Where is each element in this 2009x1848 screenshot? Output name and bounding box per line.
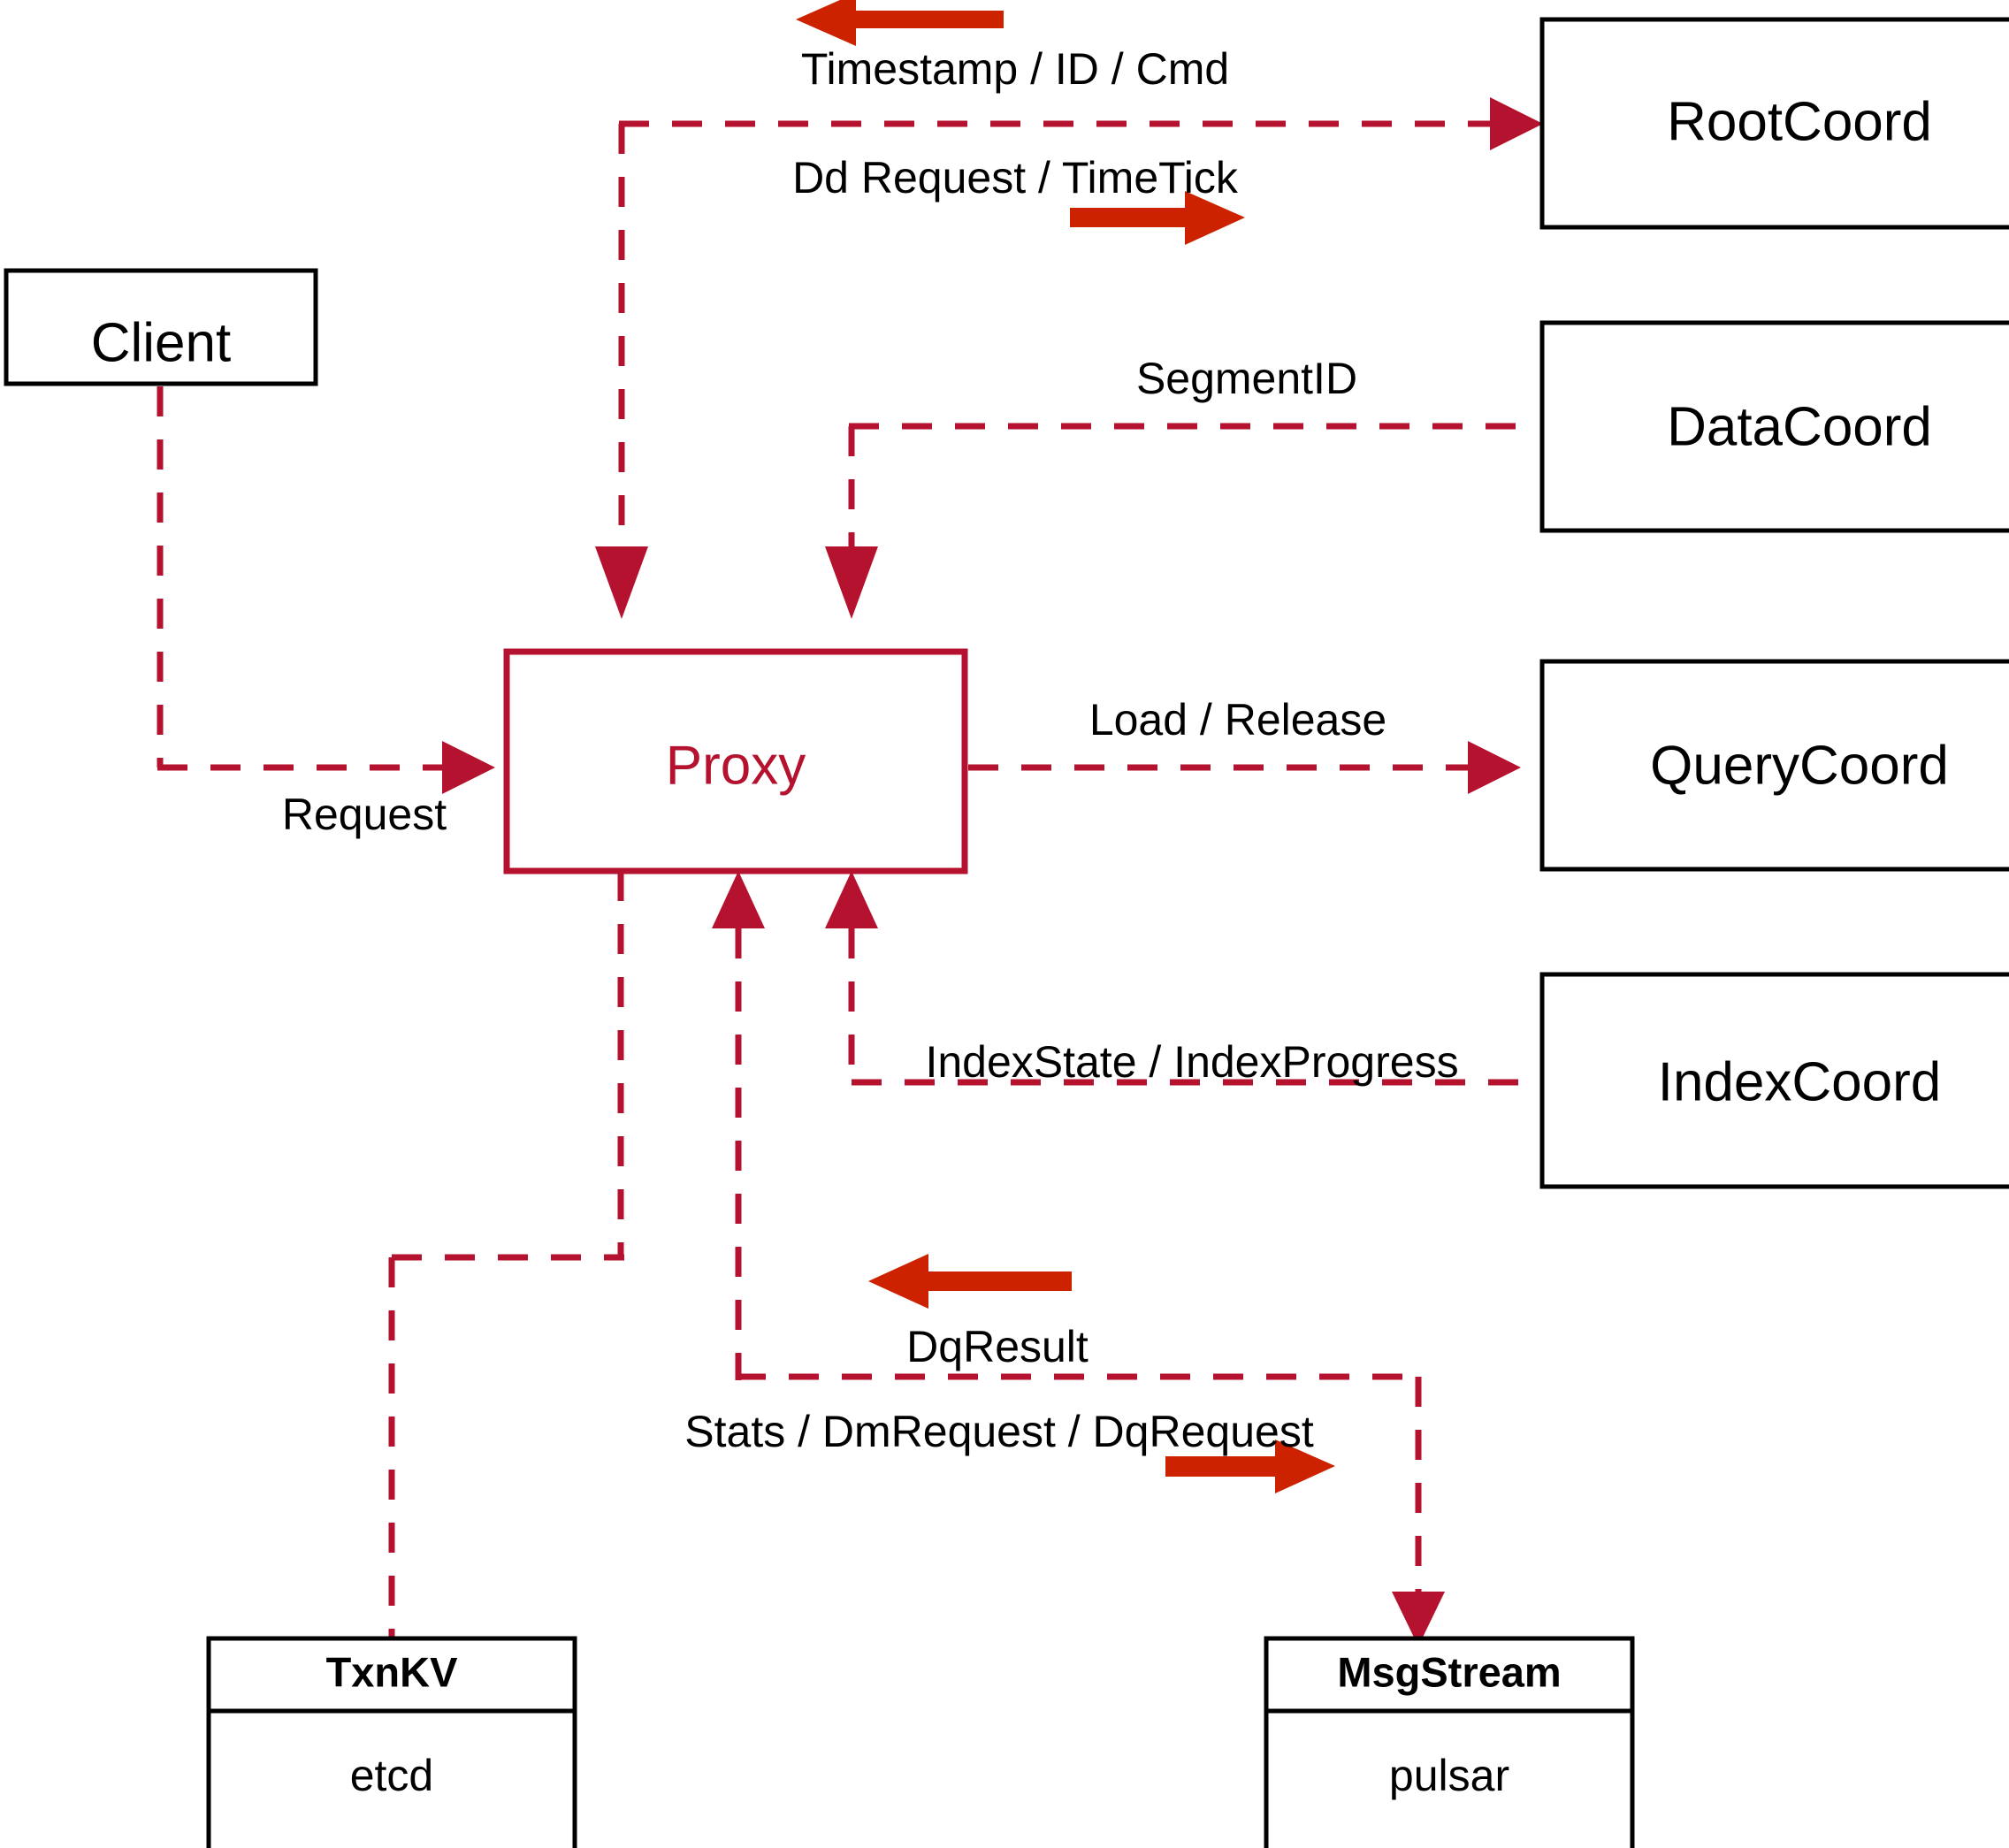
proxy-label: Proxy: [666, 735, 806, 796]
msgstream-box[interactable]: [1264, 1636, 1635, 1848]
rootcoord-box[interactable]: [1539, 17, 2009, 230]
arrowhead-into-proxy-bottom-left: [712, 871, 765, 928]
edge-label-dd-request-timetick: Dd Request / TimeTick: [792, 153, 1239, 202]
flow-arrow-timestamp-id-cmd: [796, 0, 1004, 46]
msgstream-impl: pulsar: [1389, 1751, 1509, 1800]
arrowhead-into-proxy-top-left: [595, 546, 648, 619]
indexcoord-label: IndexCoord: [1658, 1051, 1942, 1112]
node-msgstream[interactable]: MsgStream pulsar: [1264, 1636, 1635, 1848]
arrowhead-into-rootcoord: [1490, 97, 1543, 150]
edge-label-indexstate-indexprogress: IndexState / IndexProgress: [925, 1037, 1458, 1087]
node-txnkv[interactable]: TxnKV etcd: [206, 1636, 577, 1848]
msgstream-title: MsgStream: [1337, 1648, 1561, 1695]
datacoord-box[interactable]: [1539, 320, 2009, 533]
node-indexcoord[interactable]: IndexCoord: [1539, 972, 2009, 1189]
datacoord-label: DataCoord: [1667, 396, 1932, 457]
edge-label-dqresult: DqResult: [906, 1322, 1089, 1371]
txnkv-impl: etcd: [350, 1751, 434, 1800]
flow-arrow-dqresult: [868, 1254, 1072, 1309]
arrowhead-into-msgstream: [1392, 1592, 1445, 1646]
querycoord-box[interactable]: [1539, 659, 2009, 872]
edge-label-request: Request: [282, 790, 447, 839]
edge-label-stats-dmrequest-dqrequest: Stats / DmRequest / DqRequest: [684, 1407, 1314, 1456]
arrowhead-into-querycoord: [1468, 741, 1521, 794]
arrowhead-into-proxy-left: [442, 741, 495, 794]
client-box[interactable]: [4, 268, 318, 386]
edge-label-timestamp-id-cmd: Timestamp / ID / Cmd: [801, 44, 1229, 94]
flow-arrow-dd-request-timetick: [1070, 191, 1245, 245]
edge-label-segmentid: SegmentID: [1136, 354, 1357, 403]
client-label: Client: [91, 312, 232, 373]
proxy-box[interactable]: [503, 648, 968, 874]
node-datacoord[interactable]: DataCoord: [1539, 320, 2009, 533]
arrowhead-into-proxy-top-right: [825, 546, 878, 619]
flow-arrow-stats-dmrequest-dqrequest: [1165, 1439, 1335, 1493]
querycoord-label: QueryCoord: [1650, 735, 1949, 796]
rootcoord-label: RootCoord: [1667, 91, 1932, 152]
txnkv-box[interactable]: [206, 1636, 577, 1848]
indexcoord-box[interactable]: [1539, 972, 2009, 1189]
node-client[interactable]: Client: [4, 268, 318, 386]
node-rootcoord[interactable]: RootCoord: [1539, 17, 2009, 230]
edge-label-load-release: Load / Release: [1089, 695, 1386, 745]
txnkv-title: TxnKV: [326, 1648, 459, 1695]
node-proxy[interactable]: Proxy: [503, 648, 968, 874]
node-querycoord[interactable]: QueryCoord: [1539, 659, 2009, 872]
arrowhead-into-proxy-bottom-right: [825, 871, 878, 928]
